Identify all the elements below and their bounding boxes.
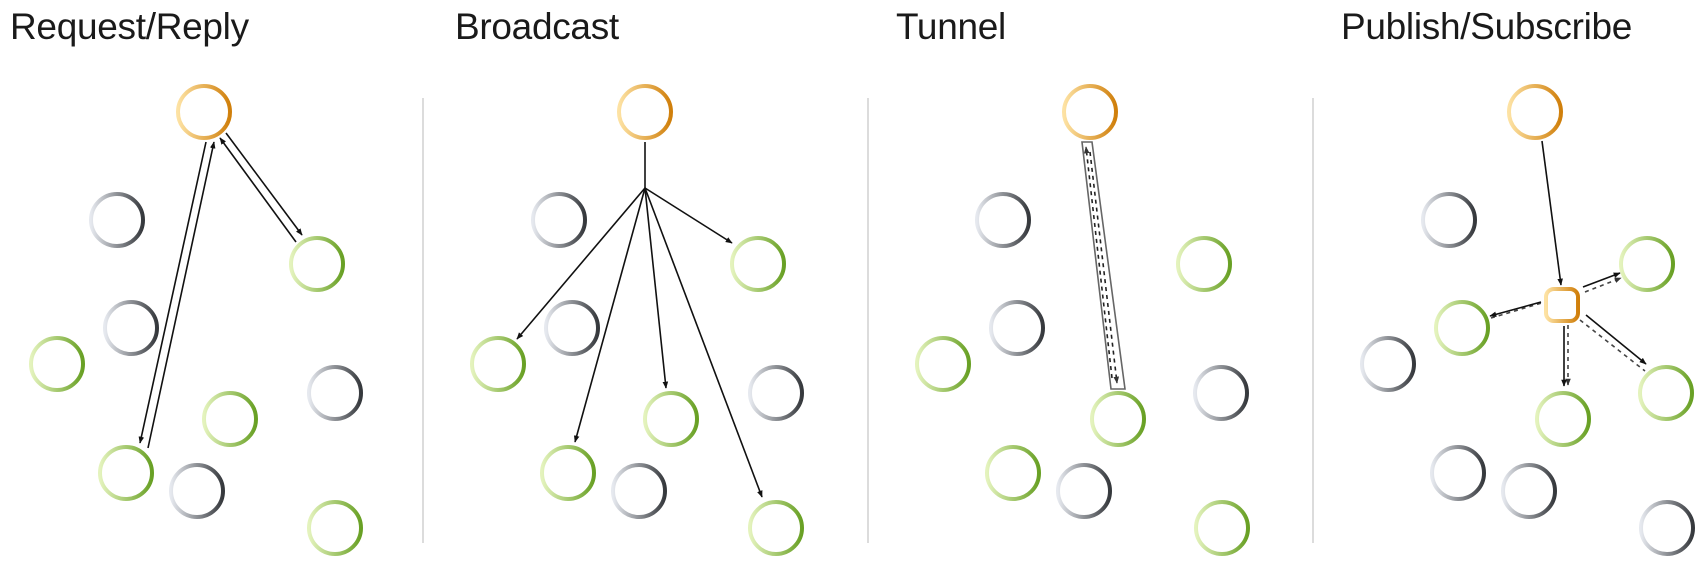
receiver-node bbox=[643, 391, 699, 447]
subscription-dashed-line bbox=[1579, 319, 1646, 372]
panel-request-reply bbox=[29, 84, 363, 556]
deliver-arrow bbox=[1582, 272, 1621, 288]
receiver-node bbox=[1090, 391, 1146, 447]
broker-node bbox=[1544, 287, 1580, 323]
receiver-node bbox=[1434, 300, 1490, 356]
reply-arrow bbox=[147, 141, 216, 449]
broadcast-arrow bbox=[644, 187, 763, 498]
tunnel-dashed-arrow bbox=[1083, 146, 1113, 379]
panel-title-publish-subscribe: Publish/Subscribe bbox=[1341, 6, 1633, 47]
idle-node bbox=[1430, 445, 1486, 501]
idle-node bbox=[975, 192, 1031, 248]
idle-node bbox=[1639, 500, 1695, 556]
idle-node bbox=[1421, 192, 1477, 248]
idle-node bbox=[89, 192, 145, 248]
receiver-node bbox=[98, 445, 154, 501]
publish-arrow bbox=[1541, 140, 1563, 286]
broadcast-arrow bbox=[644, 187, 733, 244]
panel-title-tunnel: Tunnel bbox=[896, 6, 1006, 47]
receiver-node bbox=[289, 236, 345, 292]
receiver-node bbox=[1535, 391, 1591, 447]
source-node bbox=[617, 84, 673, 140]
receiver-node bbox=[29, 336, 85, 392]
broadcast-arrow bbox=[516, 187, 646, 340]
idle-node bbox=[169, 463, 225, 519]
idle-node bbox=[544, 300, 600, 356]
receiver-node bbox=[1638, 365, 1694, 421]
receiver-node bbox=[730, 236, 786, 292]
subscription-dashed-line bbox=[1490, 301, 1546, 319]
broadcast-arrow bbox=[573, 187, 646, 443]
subscription-dashed-arrow bbox=[1584, 277, 1622, 293]
request-arrow bbox=[225, 132, 303, 236]
idle-node bbox=[989, 300, 1045, 356]
source-node bbox=[176, 84, 232, 140]
request-arrow bbox=[138, 141, 207, 444]
receiver-node bbox=[307, 500, 363, 556]
receiver-node bbox=[470, 336, 526, 392]
receiver-node bbox=[985, 445, 1041, 501]
receiver-node bbox=[1619, 236, 1675, 292]
deliver-arrow bbox=[1585, 314, 1647, 365]
receiver-node bbox=[748, 500, 804, 556]
reply-arrow bbox=[219, 137, 297, 243]
panel-publish-subscribe bbox=[1360, 84, 1695, 556]
panel-title-broadcast: Broadcast bbox=[455, 6, 619, 47]
idle-node bbox=[1360, 336, 1416, 392]
panel-broadcast bbox=[470, 84, 804, 556]
receiver-node bbox=[1176, 236, 1232, 292]
idle-node bbox=[307, 365, 363, 421]
receiver-node bbox=[1194, 500, 1250, 556]
tunnel-dashed-arrow bbox=[1089, 151, 1120, 384]
idle-node bbox=[531, 192, 587, 248]
panel-tunnel bbox=[915, 84, 1250, 556]
idle-node bbox=[103, 300, 159, 356]
panel-title-request-reply: Request/Reply bbox=[10, 6, 249, 47]
receiver-node bbox=[202, 391, 258, 447]
receiver-node bbox=[915, 336, 971, 392]
broadcast-arrow bbox=[644, 187, 669, 389]
idle-node bbox=[748, 365, 804, 421]
source-node bbox=[1062, 84, 1118, 140]
idle-node bbox=[1056, 463, 1112, 519]
idle-node bbox=[611, 463, 667, 519]
idle-node bbox=[1193, 365, 1249, 421]
source-node bbox=[1507, 84, 1563, 140]
idle-node bbox=[1501, 463, 1557, 519]
deliver-arrow bbox=[1489, 301, 1542, 318]
receiver-node bbox=[540, 445, 596, 501]
